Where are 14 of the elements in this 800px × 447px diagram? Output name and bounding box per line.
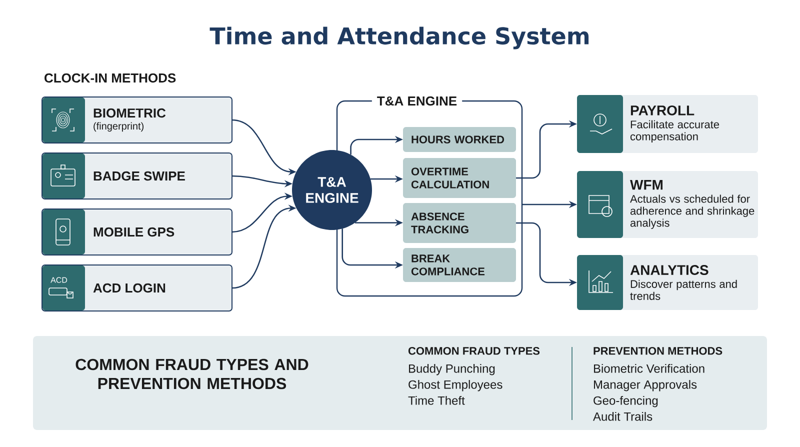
step-box: HOURS WORKED [403,127,516,152]
step-box: BREAK COMPLIANCE [403,248,516,282]
output-box: PAYROLL Facilitate accurate compensation [577,95,758,153]
method-box: MOBILE GPS [42,208,232,256]
fraud-panel: COMMON FRAUD TYPES AND PREVENTION METHODS COMMON FRAUD TYPES Buddy Punching Ghost Employees Time Theft PREVENTION METHODS Biometric Verification Manager Approvals Geo-fencing Audit Trails [33,336,767,430]
output-box: WFM Actuals vs scheduled for adherence and shrinkage analysis [577,171,758,238]
method-box: BADGE SWIPE [42,152,232,200]
method-box: ACD ACD LOGIN [42,264,232,312]
step-box: OVERTIME CALCULATION [403,158,516,198]
output-box: ANALYTICS Discover patterns and trends [577,255,758,310]
section-heading: CLOCK-IN METHODS [44,73,176,83]
method-box: BIOMETRIC (fingerprint) [42,96,232,144]
step-box: ABSENCE TRACKING [403,203,516,243]
title: Time and Attendance System [210,26,589,50]
